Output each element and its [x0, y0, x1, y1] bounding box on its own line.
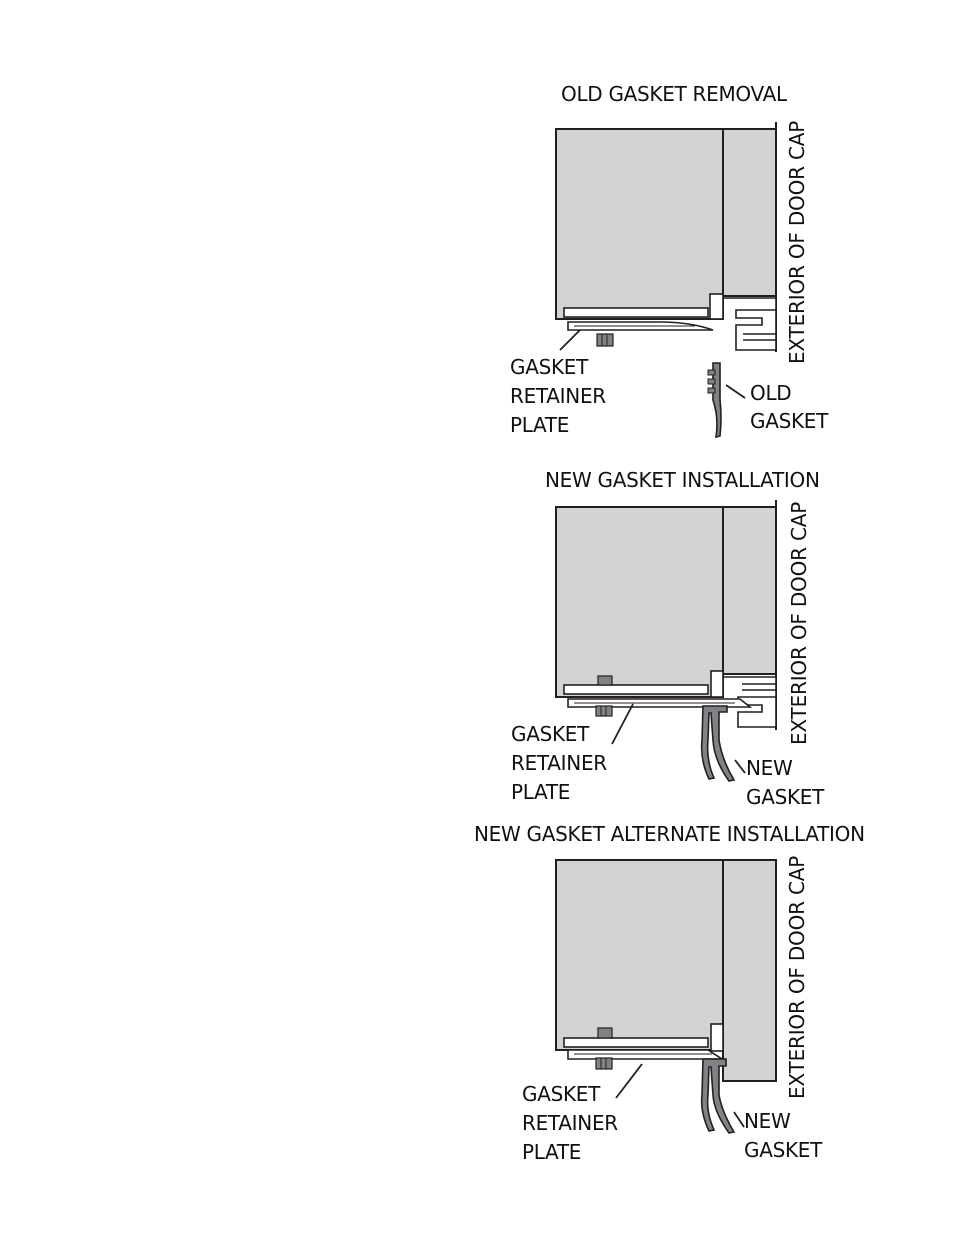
- plate-leader: [616, 1064, 642, 1098]
- door-cap-label: EXTERIOR OF DOOR CAP: [785, 856, 809, 1099]
- retainer-screw-head: [598, 1028, 612, 1038]
- door-stop: [711, 671, 723, 697]
- plate-label-line: PLATE: [511, 778, 570, 807]
- gasket-label-line: GASKET: [744, 1136, 822, 1165]
- new-gasket-leader: [735, 760, 745, 773]
- retainer-screw: [596, 1058, 612, 1069]
- door-stop: [710, 294, 723, 319]
- door-cap-track: [723, 298, 776, 350]
- plate-slot: [564, 1038, 708, 1047]
- door-cap-label: EXTERIOR OF DOOR CAP: [787, 502, 811, 745]
- plate-leader: [612, 704, 633, 744]
- door-panel: [556, 507, 723, 697]
- plate-label-line: GASKET: [510, 353, 588, 382]
- plate-slot: [564, 685, 708, 694]
- new-gasket: [702, 706, 734, 781]
- gasket-label-line: GASKET: [746, 783, 824, 812]
- plate-label-line: RETAINER: [510, 382, 606, 411]
- gasket-label-line: NEW: [744, 1107, 790, 1136]
- retainer-screw: [596, 706, 612, 716]
- door-cap: [723, 129, 776, 296]
- plate-slot: [564, 308, 708, 317]
- plate-label-line: RETAINER: [511, 749, 607, 778]
- plate-label-line: GASKET: [522, 1080, 600, 1109]
- plate-leader: [560, 330, 580, 350]
- gasket-label-line: GASKET: [750, 407, 828, 436]
- plate-label-line: PLATE: [522, 1138, 581, 1167]
- door-cap-label: EXTERIOR OF DOOR CAP: [785, 121, 809, 364]
- retainer-screw-head: [598, 676, 612, 685]
- panel-title: NEW GASKET ALTERNATE INSTALLATION: [474, 820, 865, 849]
- panel-title: NEW GASKET INSTALLATION: [545, 466, 820, 495]
- door-cap: [723, 507, 776, 674]
- gasket-label-line: NEW: [746, 754, 792, 783]
- plate-label-line: PLATE: [510, 411, 569, 440]
- door-cap: [723, 860, 776, 1081]
- plate-label-line: GASKET: [511, 720, 589, 749]
- door-stop: [711, 1024, 723, 1051]
- old-gasket-leader: [726, 385, 745, 398]
- gasket-label-line: OLD: [750, 379, 791, 408]
- retainer-screw: [597, 334, 613, 346]
- plate-label-line: RETAINER: [522, 1109, 618, 1138]
- door-panel: [556, 860, 723, 1050]
- panel-title: OLD GASKET REMOVAL: [561, 80, 787, 109]
- new-gasket-leader: [734, 1112, 744, 1127]
- door-panel: [556, 129, 723, 319]
